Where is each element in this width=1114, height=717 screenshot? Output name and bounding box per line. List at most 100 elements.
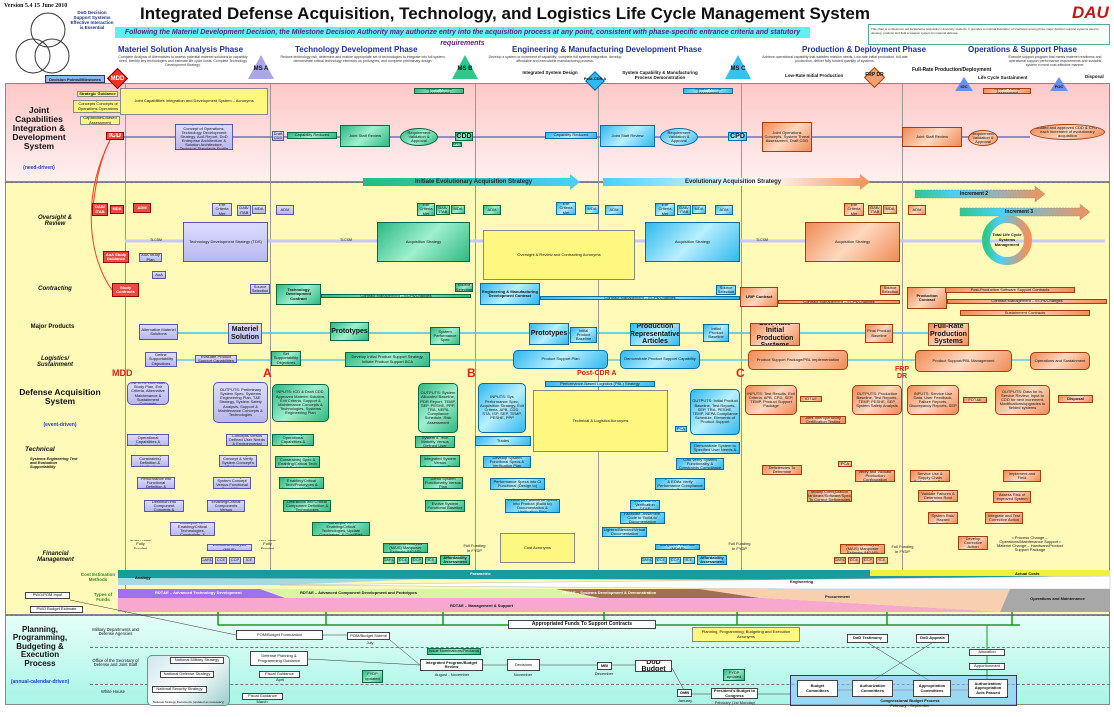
ioc-label: IOC — [960, 84, 968, 89]
g-node: Develop System Performance (& Constraint… — [275, 456, 320, 468]
in-node: INPUTS: Service Use Data, User Feedback,… — [907, 385, 959, 415]
aoasg-node: AoA Study Guidance — [103, 251, 129, 263]
ice-node: ICE — [425, 557, 437, 564]
joc-node: Joint Operations Concepts, Concept of Op… — [175, 124, 233, 150]
ecm-node: Exit Criteria Met — [556, 202, 576, 215]
dso-node: Define Supportability Objectives — [145, 352, 177, 367]
cce-node: CCE — [397, 557, 409, 564]
integrated-system-design-label: Integrated System Design — [522, 70, 578, 75]
phase-pd: Production & Deployment Phase — [802, 45, 927, 54]
c-node: Evolve Functional Performance Specs into… — [490, 478, 545, 490]
ppbeacr-node: Planning, Programming, Budgeting and Exe… — [692, 627, 800, 642]
t-node: Develop Component Concepts, i.e., Enabli… — [170, 522, 215, 536]
study-node: Study Contracts — [112, 283, 139, 297]
phase-pd-text: Achieve operational capability that sati… — [762, 55, 908, 63]
doda-node: DoD Appeals — [916, 634, 949, 643]
g-node: Demo & Validate System & Tech Maturity V… — [415, 436, 455, 448]
ovacr-node: Oversight & Review and Contracting Acron… — [483, 230, 635, 280]
fpb-node: Final Product Baseline — [865, 324, 893, 343]
emdc-node: Engineering & Manufacturing Development … — [480, 283, 540, 305]
as-node: Acquisition Strategy — [377, 222, 470, 262]
lripc-node: LRIP Contract — [740, 287, 778, 307]
divider — [741, 83, 742, 573]
in-node: INPUTS: ICD & Draft CDD, Approved Materi… — [272, 384, 329, 422]
ea-node: Manpower Estimate (MDAP) — [655, 544, 700, 550]
o-node: Modify Configuration (Hardware/Software/… — [807, 490, 852, 502]
aff-node: Affordability Assessment — [697, 555, 727, 565]
out-node: OUTPUTS: System Allocated Baseline, PDR … — [418, 383, 458, 433]
ipb-node: Initial Product Baseline — [703, 324, 729, 342]
venn-diagram — [15, 12, 70, 74]
ss-node: Source Selection — [455, 283, 473, 292]
ice-node: ICE — [683, 557, 695, 564]
row-sublabel-das: (event-driven) — [43, 422, 77, 428]
c-node: Individual CI Verification DT&E — [630, 500, 660, 510]
febsep-node: February - September — [890, 704, 930, 708]
pcnote-node: • Process Change – Operations/Maintenanc… — [996, 535, 1064, 553]
row-label-technical: Technical — [25, 446, 55, 453]
divider — [902, 83, 903, 573]
disp-node: Disposal — [1058, 395, 1093, 403]
pbl-node: Performance-Based Logistics (PBL) Strate… — [545, 381, 655, 387]
cm-node: Contract Management – ECPs/Changes — [778, 300, 900, 304]
frp-dr-label: FRP DR — [865, 72, 884, 78]
ea-node: Economic Analysis (MAIS) Manpower Estima… — [383, 543, 428, 553]
ipb-node: Initial Product Baseline — [570, 327, 597, 343]
increment-3-label: Increment 3 — [1005, 209, 1034, 215]
page-title: Integrated Defense Acquisition, Technolo… — [140, 4, 870, 23]
appropriated-funds-box: Appropriated Funds To Support Contracts — [508, 620, 656, 629]
ms-a-triangle — [248, 55, 274, 79]
appor-node: Apportionment — [969, 663, 1005, 670]
ff-node: Full Funding In FYDP — [891, 545, 914, 554]
decision-points-label: Decision Points/Milestones — [45, 75, 105, 83]
dab-node: DAB/ ITAB — [436, 205, 450, 215]
marker-b: B — [467, 366, 476, 380]
g-node: Demo System Functionality Versus Plan — [423, 477, 463, 489]
band-rdte-ms: RDT&E – Management & Support — [450, 603, 514, 608]
jsr-node: Joint Staff Review — [340, 125, 390, 147]
mda-node: MDA — [692, 205, 706, 214]
row-sublabel-jcids: (need-driven) — [23, 165, 55, 171]
cacr-node: Cost Acronyms — [500, 533, 575, 563]
augnov-node: August - November — [434, 673, 470, 677]
dau-logo: DAU — [1072, 3, 1109, 22]
c-node: Lighten/Blended/Virtual Documentation — [602, 527, 647, 537]
ms-c-triangle — [725, 55, 751, 79]
ms-node: Materiel Solution — [228, 323, 262, 344]
bc-node: Budget Committees — [797, 680, 838, 697]
ppss-node: Post-Production Software Support Contrac… — [945, 287, 1075, 293]
o-node: Monitor & Collect Service Use & Supply C… — [910, 470, 950, 482]
july-node: July — [366, 641, 374, 645]
row-label-oversight: Oversight & Review — [37, 215, 72, 228]
ecm-node: Exit Criteria Met — [417, 203, 435, 216]
as-node: Acquisition Strategy — [645, 222, 740, 262]
mda-node: MDA — [252, 205, 266, 214]
sta-node: System Threat Assessment — [983, 88, 1031, 94]
inr-node: Issue Nominations/Reclama — [427, 648, 481, 655]
cm-node: Contract Management – ECPs/Changes — [540, 296, 740, 300]
card-node: CARD — [383, 557, 395, 564]
omb-node: OMB — [677, 689, 692, 697]
dpsc-node: Demonstrate Product Support Capability — [620, 350, 700, 369]
c-node: Fabricate, Assemble, Code to 'Build-to' … — [620, 512, 665, 524]
g-node: Develop Functional Definitions for Enabl… — [279, 477, 324, 489]
pwobe-node: PWO Budget Estimate — [30, 606, 83, 613]
april-node: April — [275, 678, 284, 682]
ecm-node: Exit Criteria Met — [212, 203, 232, 216]
row-label-white-house: White House — [101, 689, 125, 694]
dodb-node: DoD Budget — [635, 660, 672, 672]
c-node: Integrated DT&E, LFT&E & EOAs Verify Per… — [655, 478, 705, 490]
card-node: CARD — [641, 557, 653, 564]
tds-node: Technology Development Strategy (TDS) — [183, 222, 268, 262]
dab-node: DAB/ ITAB — [237, 205, 251, 216]
aff-node: Affordability Assessment — [440, 555, 470, 565]
row-sublabel-technical: Systems Engineering Test and Evaluation … — [30, 457, 78, 469]
as-node: Acquisition Strategy — [805, 222, 900, 262]
otae-node: IOT&E — [800, 396, 822, 402]
divider — [125, 83, 126, 613]
nss-node: National Security Strategy — [152, 686, 207, 693]
in-node: INPUTS: Sys Performance Spec, Acquisitio… — [478, 383, 526, 433]
mdd-label: MDD — [110, 76, 125, 82]
ea-node: Economic Analysis (MAIS) Manpower Estima… — [840, 544, 885, 554]
o-node: Analyze Data to Validate Failures & Dete… — [918, 490, 958, 502]
